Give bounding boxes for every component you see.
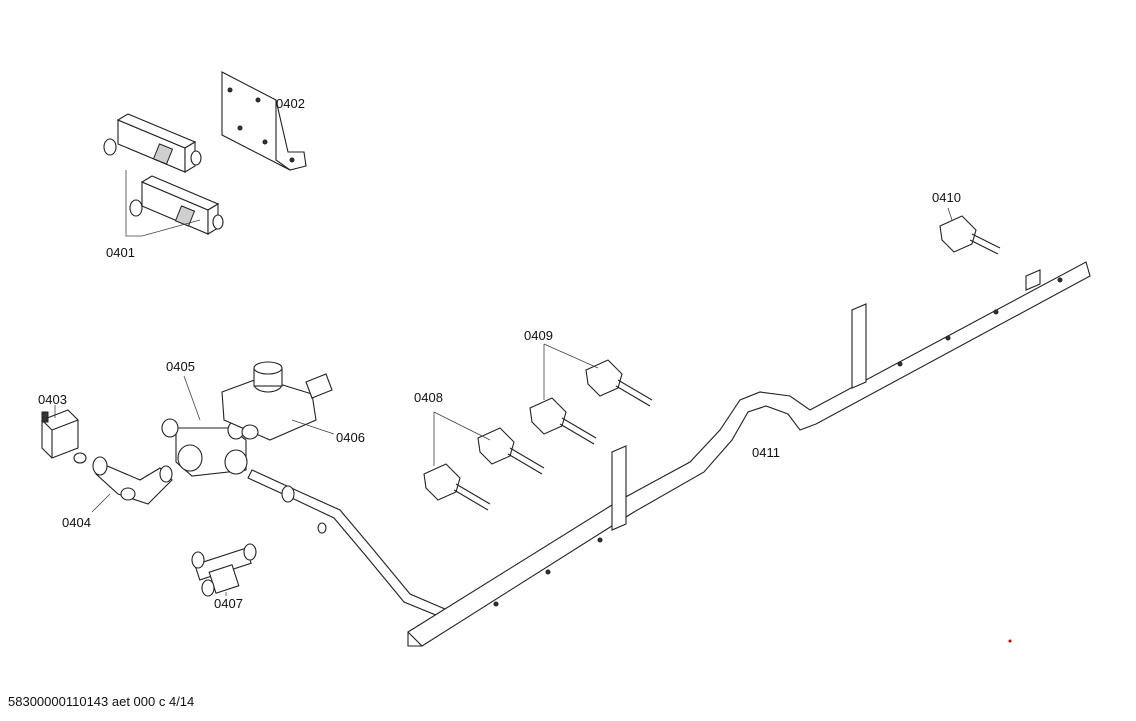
label-part-0408: 0408 [414,390,443,405]
pipe-clip-icon [317,522,327,534]
label-part-0406: 0406 [336,430,365,445]
part-0408-nozzle-a [423,463,491,511]
label-part-0405: 0405 [166,359,195,374]
part-0405-tee [161,418,248,477]
label-part-0407: 0407 [214,596,243,611]
marker-dot [1008,639,1012,643]
label-part-0411: 0411 [752,445,780,460]
part-0407-tee-connector [191,543,257,597]
drawing-reference-footer: 58300000110143 aet 000 c 4/14 [8,694,195,709]
label-part-0402: 0402 [276,96,305,111]
part-0409-nozzle-a [529,397,597,445]
pipe-nut-icon [281,485,295,503]
label-part-0409: 0409 [524,328,553,343]
label-part-0401: 0401 [106,245,135,260]
label-part-0403: 0403 [38,392,67,407]
part-0404-elbow [92,456,173,505]
part-0408-nozzle-b [477,427,545,475]
part-0402-bracket [221,71,307,171]
part-0403-solenoid [41,409,87,464]
part-0401-connector-upper [103,113,202,173]
part-0411-manifold [407,261,1091,647]
label-part-0410: 0410 [932,190,961,205]
part-0406-regulator [221,361,333,441]
part-0409-nozzle-b [585,359,653,407]
part-0410-nozzle [939,215,1001,255]
part-0401-connector-lower [129,175,224,235]
part-gas-pipe [247,469,453,621]
label-part-0404: 0404 [62,515,91,530]
